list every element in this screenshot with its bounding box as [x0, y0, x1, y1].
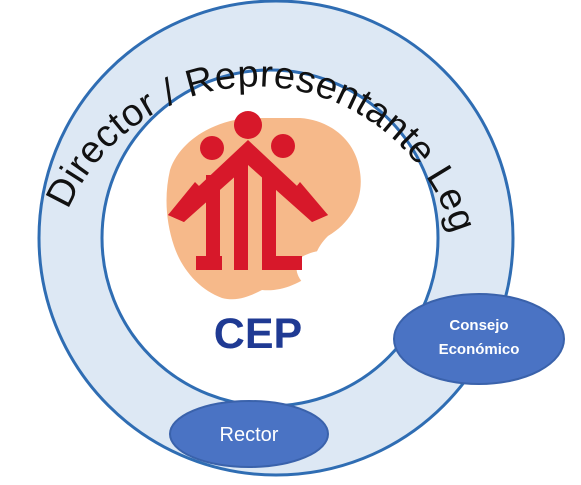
rector-pill[interactable] [169, 400, 329, 468]
logo-head-right [271, 134, 295, 158]
consejo-economico-node[interactable]: Consejo Económico [393, 293, 565, 385]
cep-logo [166, 111, 361, 300]
consejo-economico-pill[interactable] [393, 293, 565, 385]
logo-notch [296, 250, 346, 285]
consejo-label-line1: Consejo [449, 317, 508, 334]
logo-head-left [200, 136, 224, 160]
logo-head-center [234, 111, 262, 139]
consejo-label-line2: Económico [439, 341, 520, 358]
center-label: CEP [214, 310, 302, 358]
rector-label: Rector [220, 424, 279, 446]
logo-figures [168, 140, 328, 270]
rector-node[interactable]: Rector [169, 400, 329, 468]
